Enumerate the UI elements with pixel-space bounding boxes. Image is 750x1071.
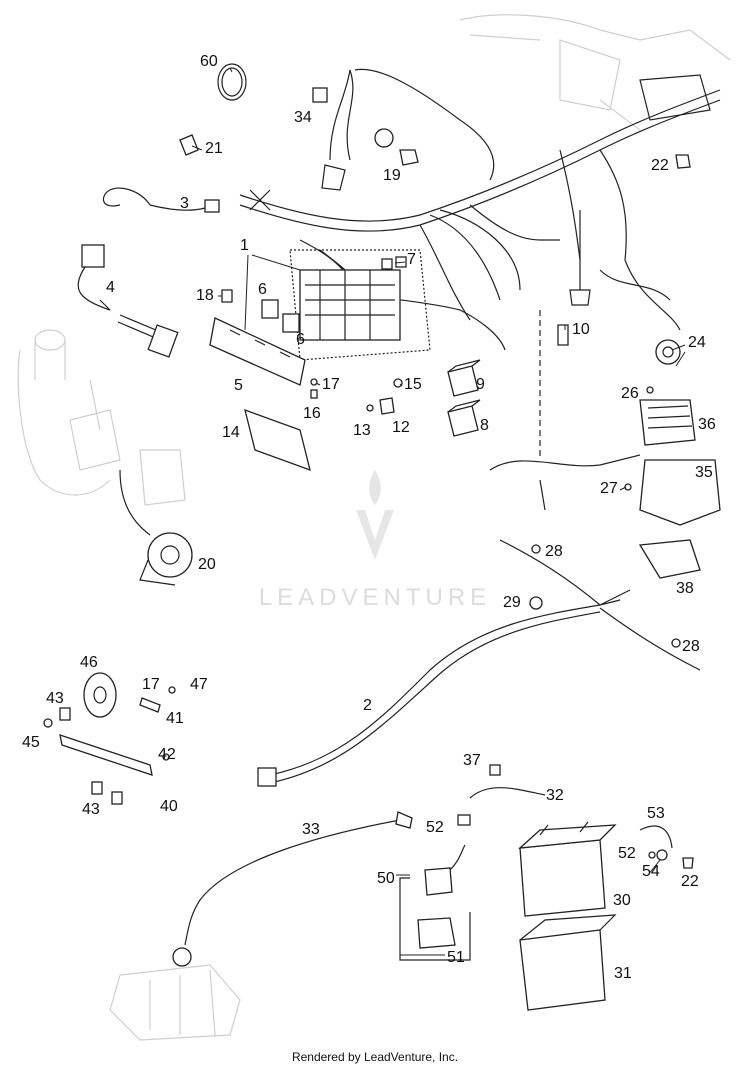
callout-30: 30 [613,892,631,909]
bracket-part-40 [43,686,176,805]
callout-37: 37 [463,752,481,769]
callout-32: 32 [546,787,564,804]
fuse-plate-part-5 [209,317,306,386]
callout-27: 27 [600,480,618,497]
ghost-ignition-assembly [17,329,186,506]
callout-28-b: 28 [682,638,700,655]
regulator-part-36 [639,386,696,446]
watermark-logo: LEADVENTURE [259,470,491,611]
callout-38: 38 [676,580,694,597]
cable-part-4 [77,244,179,358]
cover-part-38 [638,539,701,579]
leader-lines [191,67,686,956]
callout-52-b: 52 [618,845,636,862]
callout-34: 34 [294,109,312,126]
callout-10: 10 [572,321,590,338]
callout-1: 1 [240,237,249,254]
callout-5: 5 [234,377,243,394]
harness-part-2 [257,539,701,787]
callout-15: 15 [404,376,422,393]
callout-35: 35 [695,464,713,481]
callout-28-a: 28 [545,543,563,560]
callout-4: 4 [106,279,115,296]
switch-part-19 [321,69,419,191]
bolt-part-21 [179,134,199,156]
starter-relay-part-50 [399,844,471,961]
callout-50: 50 [377,870,395,887]
callout-labels: 60 34 21 19 3 22 1 7 4 18 6 6 10 24 5 17… [22,53,716,982]
callout-3: 3 [180,195,189,212]
callout-60: 60 [200,53,218,70]
cable-part-33 [172,811,413,967]
clip-part-18 [221,289,233,303]
switch-part-20 [119,469,193,586]
callout-14: 14 [222,424,240,441]
band-clamp-part [217,63,247,101]
callout-22-b: 22 [681,873,699,890]
callout-22: 22 [651,157,669,174]
callout-40: 40 [160,798,178,815]
clips-part-7 [381,256,407,270]
callout-51: 51 [447,949,465,966]
callout-12: 12 [392,419,410,436]
callout-29: 29 [503,594,521,611]
ghost-starter-motor [109,964,241,1041]
battery-cable-part-32 [457,764,546,826]
callout-45: 45 [22,734,40,751]
callout-52-a: 52 [426,819,444,836]
switch-part-24 [599,269,681,365]
callout-46: 46 [80,654,98,671]
callout-31: 31 [614,965,632,982]
callout-26: 26 [621,385,639,402]
callout-33: 33 [302,821,320,838]
callout-43-b: 43 [82,801,100,818]
callout-24: 24 [688,334,706,351]
callout-42: 42 [158,746,176,763]
callout-17-b: 17 [142,676,160,693]
relay-part-8 [447,399,481,437]
callout-17: 17 [322,376,340,393]
holders-part-6 [261,299,300,333]
callout-6-a: 6 [258,281,267,298]
callout-53: 53 [647,805,665,822]
callout-13: 13 [353,422,371,439]
callout-43-a: 43 [46,690,64,707]
battery-box-part-31 [519,914,617,1011]
callout-18: 18 [196,287,214,304]
bracket-part-35 [489,454,721,526]
main-wiring-harness [239,74,721,361]
battery-part-30 [518,821,617,917]
callout-20: 20 [198,556,216,573]
callout-16: 16 [303,405,321,422]
callout-21: 21 [205,140,223,157]
cable-part-53 [639,825,694,869]
small-parts-16-17 [310,378,318,399]
ghost-frame-top-right [459,14,731,131]
sensor-cable-part-3 [102,187,220,213]
callout-6-b: 6 [296,331,305,348]
connector-part-34 [312,68,495,181]
horn-part-46 [83,672,117,718]
callout-9: 9 [476,376,485,393]
callout-19: 19 [383,167,401,184]
callout-2: 2 [363,697,372,714]
relay-part-9 [447,359,481,397]
callout-41: 41 [166,710,184,727]
callout-8: 8 [480,417,489,434]
callout-36: 36 [698,416,716,433]
callout-47: 47 [190,676,208,693]
watermark-text: LEADVENTURE [259,584,491,611]
callout-7: 7 [407,251,416,268]
footer-credit: Rendered by LeadVenture, Inc. [291,1050,459,1064]
screw-part-22-top [675,154,691,169]
cover-part-14 [244,408,311,472]
small-parts-12-13-15 [366,378,403,415]
